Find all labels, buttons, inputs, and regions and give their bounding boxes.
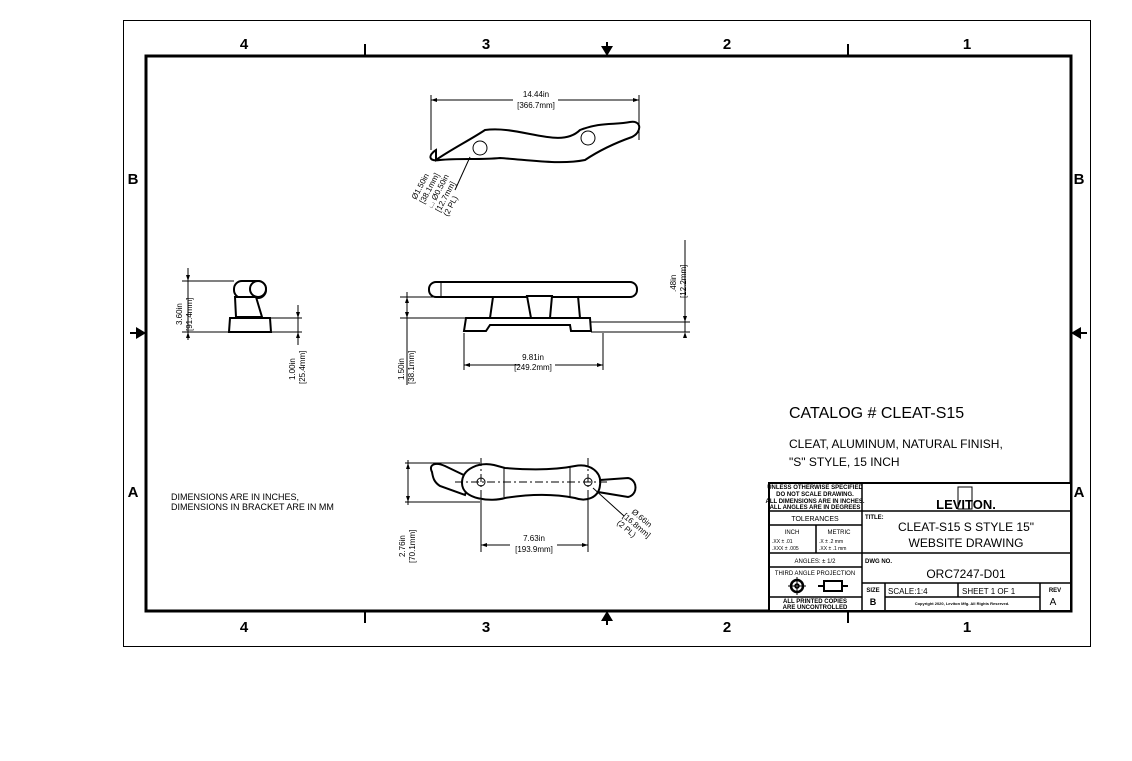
zone-top-1: 1 — [963, 36, 971, 53]
third-angle-projection-icon — [788, 577, 848, 595]
copyright: Copyright 2020, Leviton Mfg. All Rights … — [915, 601, 1010, 606]
side-horn-mm: [38.1mm] — [407, 351, 416, 384]
end-base-mm: [25.4mm] — [298, 351, 307, 384]
zone-bottom-3: 3 — [482, 619, 490, 636]
outer-border — [123, 20, 1091, 647]
zone-bottom-2: 2 — [723, 619, 731, 636]
svg-text:.X ± .2 mm: .X ± .2 mm — [819, 539, 843, 545]
side-horn-in: 1.50in — [397, 358, 406, 380]
end-base-in: 1.00in — [288, 358, 297, 380]
svg-text:ALL PRINTED COPIES: ALL PRINTED COPIES — [783, 599, 847, 605]
scale: SCALE:1:4 — [888, 587, 928, 596]
zone-top-3: 3 — [482, 36, 490, 53]
side-base-thk-in: .48in — [669, 275, 678, 292]
end-view: 3.60in [91.4mm] 1.00in [25.4mm] — [175, 268, 307, 384]
bottom-width-in: 2.76in — [398, 535, 407, 557]
inch-label: INCH — [785, 530, 800, 536]
svg-text:ARE UNCONTROLLED: ARE UNCONTROLLED — [783, 605, 848, 611]
end-height-mm: [91.4mm] — [185, 298, 194, 331]
svg-text:SIZE: SIZE — [866, 588, 879, 594]
top-hole-callout: Ø1.50in [38.1mm] ⌴ Ø0.50in [12.7mm] (2 P… — [410, 171, 460, 217]
catalog-number: CATALOG # CLEAT-S15 — [789, 405, 964, 422]
drawing-number: ORC7247-D01 — [926, 567, 1006, 581]
drawing-title-2: WEBSITE DRAWING — [909, 536, 1024, 550]
svg-text:UNLESS OTHERWISE SPECIFIED: UNLESS OTHERWISE SPECIFIED — [767, 485, 863, 491]
units-note-2: DIMENSIONS IN BRACKET ARE IN MM — [171, 502, 334, 512]
top-overall-in: 14.44in — [523, 90, 549, 99]
catalog-desc-1: CLEAT, ALUMINUM, NATURAL FINISH, — [789, 437, 1003, 451]
sheet-count: SHEET 1 OF 1 — [962, 587, 1016, 596]
title-block: UNLESS OTHERWISE SPECIFIED DO NOT SCALE … — [765, 482, 1072, 612]
zone-markers: 4 3 2 1 4 3 2 1 B A B A — [128, 36, 1087, 636]
side-view: 9.81in [249.2mm] 1.50in [38.1mm] .48in [… — [397, 240, 690, 385]
svg-text:ALL DIMENSIONS ARE IN INCHES.: ALL DIMENSIONS ARE IN INCHES. — [765, 499, 864, 505]
svg-text:ALL ANGLES ARE IN DEGREES: ALL ANGLES ARE IN DEGREES — [770, 505, 861, 511]
zone-right-a: A — [1074, 484, 1085, 501]
metric-label: METRIC — [828, 530, 852, 536]
zone-top-2: 2 — [723, 36, 731, 53]
projection-label: THIRD ANGLE PROJECTION — [775, 571, 855, 577]
side-base-len-in: 9.81in — [522, 353, 544, 362]
catalog-desc-2: "S" STYLE, 15 INCH — [789, 455, 900, 469]
units-note-1: DIMENSIONS ARE IN INCHES, — [171, 492, 299, 502]
svg-text:DWG NO.: DWG NO. — [865, 559, 892, 565]
zone-bottom-1: 1 — [963, 619, 971, 636]
bottom-hole-spacing-mm: [193.9mm] — [515, 545, 553, 554]
top-view: 14.44in [366.7mm] Ø1.50in [38.1mm] ⌴ Ø0.… — [410, 90, 641, 218]
svg-text:.XX ± .01: .XX ± .01 — [772, 539, 793, 545]
zone-right-b: B — [1074, 171, 1085, 188]
zone-top-4: 4 — [240, 36, 249, 53]
bottom-view: 7.63in [193.9mm] 2.76in [70.1mm] Ø.66in … — [398, 458, 654, 563]
zone-left-b: B — [128, 171, 139, 188]
angles-tolerance: ANGLES: ± 1/2 — [795, 559, 837, 565]
side-base-len-mm: [249.2mm] — [514, 363, 552, 372]
svg-text:REV: REV — [1049, 588, 1061, 594]
end-height-in: 3.60in — [175, 303, 184, 325]
bottom-width-mm: [70.1mm] — [408, 530, 417, 563]
revision: A — [1050, 597, 1057, 608]
svg-text:DO NOT SCALE DRAWING.: DO NOT SCALE DRAWING. — [776, 492, 854, 498]
svg-text:TITLE:: TITLE: — [865, 515, 884, 521]
svg-text:.XX ± .1 mm: .XX ± .1 mm — [819, 546, 846, 552]
bottom-hole-spacing-in: 7.63in — [523, 534, 545, 543]
drawing-title-1: CLEAT-S15 S STYLE 15" — [898, 520, 1034, 534]
zone-bottom-4: 4 — [240, 619, 249, 636]
sheet-size: B — [870, 597, 877, 607]
zone-left-a: A — [128, 484, 139, 501]
top-overall-mm: [366.7mm] — [517, 101, 555, 110]
side-base-thk-mm: [12.2mm] — [679, 265, 688, 298]
drawing-frame — [144, 54, 1073, 613]
bottom-hole-callout: Ø.66in [16.8mm] (2 PL) — [615, 507, 653, 540]
tolerances-label: TOLERANCES — [791, 516, 839, 523]
svg-text:.XXX ± .005: .XXX ± .005 — [772, 546, 799, 552]
leviton-logo: LEVITON. — [936, 497, 996, 512]
